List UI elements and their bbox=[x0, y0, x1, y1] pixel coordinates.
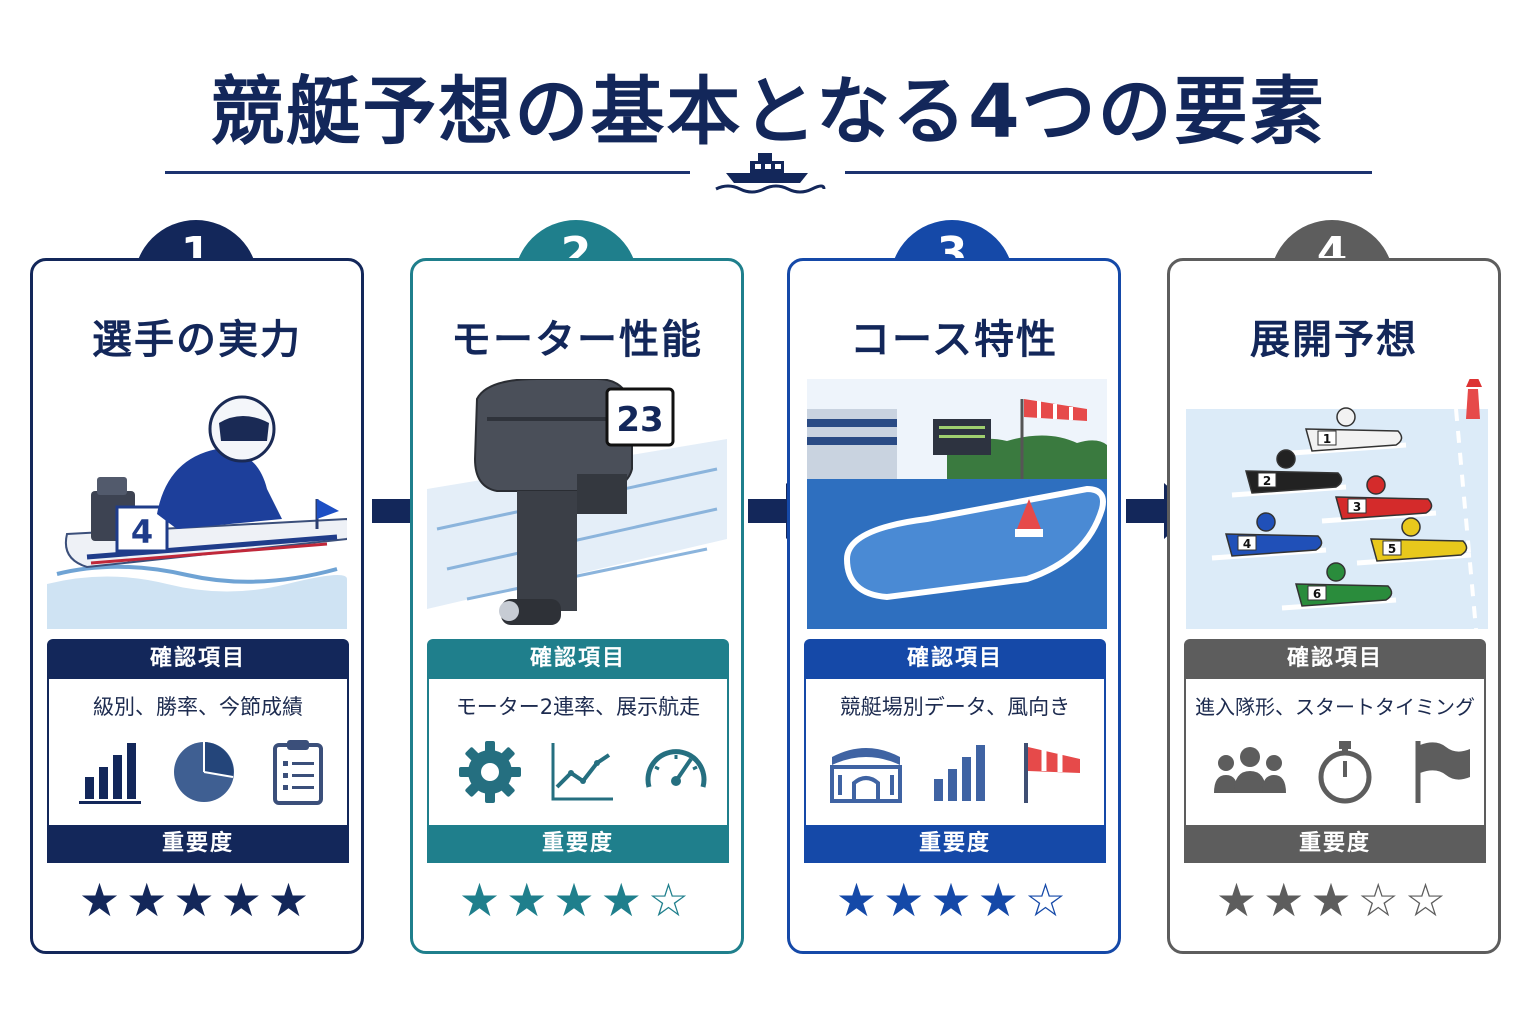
race-course-illustration bbox=[807, 379, 1107, 629]
gear-icon bbox=[459, 741, 521, 803]
card-course-characteristics: コース特性 確認項目 競艇場別データ、風向き bbox=[787, 258, 1121, 954]
race-boat-number: 3 bbox=[1353, 500, 1361, 514]
race-boat-number: 1 bbox=[1323, 432, 1331, 446]
check-items-box: 級別、勝率、今節成績 bbox=[47, 679, 349, 829]
check-items-header: 確認項目 bbox=[47, 639, 349, 679]
card-title: 選手の実力 bbox=[92, 317, 302, 363]
stars-filled: ★★★ bbox=[1215, 873, 1358, 927]
importance-stars: ★★★★★ bbox=[33, 873, 361, 927]
card-race-development: 展開予想 1 2 3 4 5 6 確認項目 進入隊形、スタートタイミング bbox=[1167, 258, 1501, 954]
check-items-header: 確認項目 bbox=[427, 639, 729, 679]
speedometer-icon bbox=[645, 749, 707, 788]
race-boat-number: 5 bbox=[1388, 542, 1396, 556]
race-boat-number: 2 bbox=[1263, 474, 1271, 488]
check-items-box: 進入隊形、スタートタイミング bbox=[1184, 679, 1486, 829]
stopwatch-icon bbox=[1318, 741, 1372, 804]
clipboard-icon bbox=[273, 740, 323, 805]
stars-empty: ☆☆ bbox=[1357, 873, 1453, 927]
card-motor-performance: モーター性能 23 確認項目 モーター2連率、展示航走 bbox=[410, 258, 744, 954]
race-boat-3: 3 bbox=[1321, 475, 1437, 524]
line-chart-icon bbox=[551, 743, 613, 801]
card-title: 展開予想 bbox=[1250, 317, 1418, 363]
motor-number-label: 23 bbox=[616, 400, 663, 440]
group-icon bbox=[1214, 747, 1286, 793]
outboard-motor-illustration: 23 bbox=[427, 379, 727, 625]
check-items-text: 競艇場別データ、風向き bbox=[839, 695, 1071, 719]
check-items-header: 確認項目 bbox=[804, 639, 1106, 679]
importance-stars: ★★★★☆ bbox=[790, 873, 1118, 927]
race-boat-1: 1 bbox=[1291, 407, 1407, 456]
stars-empty: ☆ bbox=[1024, 873, 1073, 927]
check-items-text: 進入隊形、スタートタイミング bbox=[1195, 695, 1475, 719]
card-title: コース特性 bbox=[850, 317, 1058, 363]
race-boat-2: 2 bbox=[1231, 449, 1347, 498]
importance-header: 重要度 bbox=[47, 825, 349, 863]
importance-header: 重要度 bbox=[1184, 825, 1486, 863]
check-items-box: 競艇場別データ、風向き bbox=[804, 679, 1106, 829]
check-items-text: 級別、勝率、今節成績 bbox=[93, 695, 303, 719]
stadium-icon bbox=[830, 748, 902, 803]
pie-chart-icon bbox=[174, 742, 234, 802]
boat-number-label: 4 bbox=[131, 513, 153, 551]
card-racer-ability: 選手の実力 4 確認項目 級別、勝率、今節成績 bbox=[30, 258, 364, 954]
check-items-text: モーター2連率、展示航走 bbox=[455, 695, 701, 719]
check-items-header: 確認項目 bbox=[1184, 639, 1486, 679]
stars-empty: ☆ bbox=[647, 873, 696, 927]
check-items-box: モーター2連率、展示航走 bbox=[427, 679, 729, 829]
bar-chart-icon bbox=[934, 745, 985, 801]
importance-stars: ★★★★☆ bbox=[413, 873, 741, 927]
stars-filled: ★★★★★ bbox=[78, 873, 316, 927]
stars-filled: ★★★★ bbox=[835, 873, 1025, 927]
title-rule-left bbox=[165, 171, 690, 174]
stars-filled: ★★★★ bbox=[458, 873, 648, 927]
bar-chart-icon bbox=[79, 743, 141, 804]
boat-logo-icon bbox=[715, 153, 826, 194]
racer-boat-illustration: 4 bbox=[47, 395, 347, 629]
windsock-icon bbox=[1024, 743, 1080, 803]
importance-header: 重要度 bbox=[804, 825, 1106, 863]
race-boat-6: 6 bbox=[1281, 562, 1397, 611]
race-boat-number: 4 bbox=[1243, 537, 1251, 551]
race-boat-4: 4 bbox=[1211, 512, 1327, 561]
page-title: 競艇予想の基本となる4つの要素 bbox=[210, 69, 1326, 155]
importance-stars: ★★★☆☆ bbox=[1170, 873, 1498, 927]
flag-icon bbox=[1415, 741, 1470, 803]
race-formation-illustration: 1 2 3 4 5 6 bbox=[1186, 379, 1488, 629]
title-rule-right bbox=[845, 171, 1372, 174]
card-title: モーター性能 bbox=[451, 317, 703, 363]
importance-header: 重要度 bbox=[427, 825, 729, 863]
race-boat-5: 5 bbox=[1356, 517, 1472, 566]
race-boat-number: 6 bbox=[1313, 587, 1321, 601]
